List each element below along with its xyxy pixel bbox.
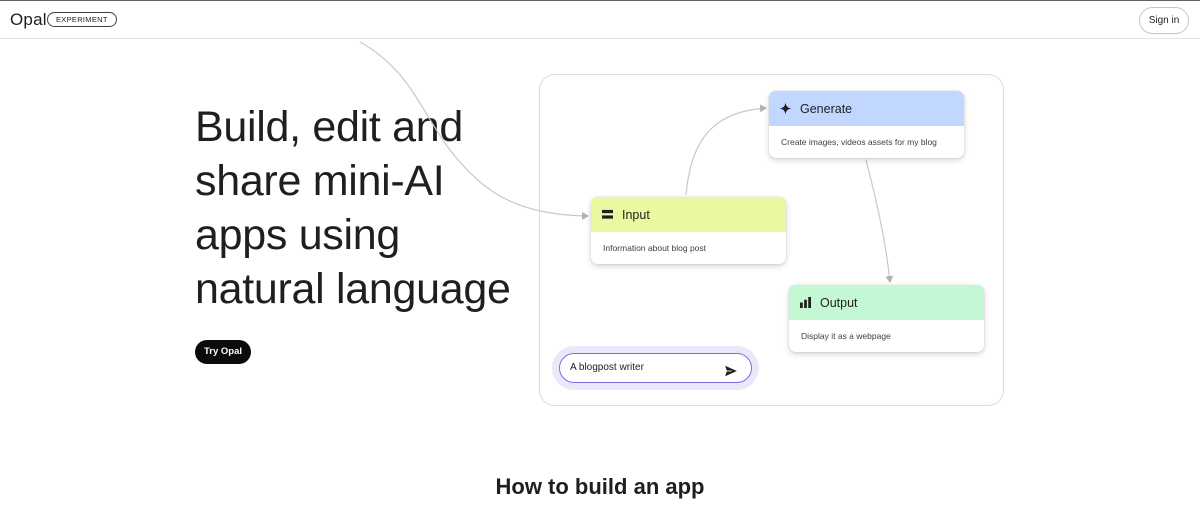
- input-node-description: Information about blog post: [603, 243, 707, 253]
- generate-node-description: Create images, videos assets for my blog: [781, 137, 937, 147]
- output-node-title: Output: [820, 295, 858, 310]
- hero-title-line: Build, edit and: [195, 103, 464, 151]
- how-to-build-heading: How to build an app: [495, 474, 705, 499]
- prompt-input-value: A blogpost writer: [570, 362, 644, 373]
- hero-title-line: natural language: [195, 265, 511, 313]
- prompt-input[interactable]: A blogpost writer: [559, 353, 752, 383]
- opal-logo[interactable]: Opal: [10, 10, 47, 29]
- sparkle-icon: [778, 102, 792, 116]
- bar-chart-icon: [798, 296, 812, 310]
- sign-in-button[interactable]: Sign in: [1139, 7, 1189, 34]
- input-node[interactable]: Input Information about blog post: [591, 197, 786, 264]
- output-node-header: Output: [789, 285, 984, 320]
- prompt-container: A blogpost writer: [552, 346, 759, 390]
- hero-title-line: apps using: [195, 211, 400, 259]
- output-node-description: Display it as a webpage: [801, 331, 891, 341]
- send-icon[interactable]: [724, 362, 738, 377]
- window-top-border: [0, 0, 1200, 1]
- input-icon: [600, 208, 614, 222]
- input-node-header: Input: [591, 197, 786, 232]
- experiment-badge: EXPERIMENT: [47, 12, 117, 27]
- hero-title-line: share mini-AI: [195, 157, 445, 205]
- generate-node[interactable]: Generate Create images, videos assets fo…: [769, 91, 964, 158]
- try-opal-button[interactable]: Try Opal: [195, 340, 251, 364]
- output-node[interactable]: Output Display it as a webpage: [789, 285, 984, 352]
- hero-title: Build, edit and share mini-AI apps using…: [195, 100, 535, 316]
- input-node-title: Input: [622, 207, 650, 222]
- generate-node-header: Generate: [769, 91, 964, 126]
- generate-node-title: Generate: [800, 101, 853, 116]
- top-nav: Opal EXPERIMENT Sign in: [0, 1, 1200, 39]
